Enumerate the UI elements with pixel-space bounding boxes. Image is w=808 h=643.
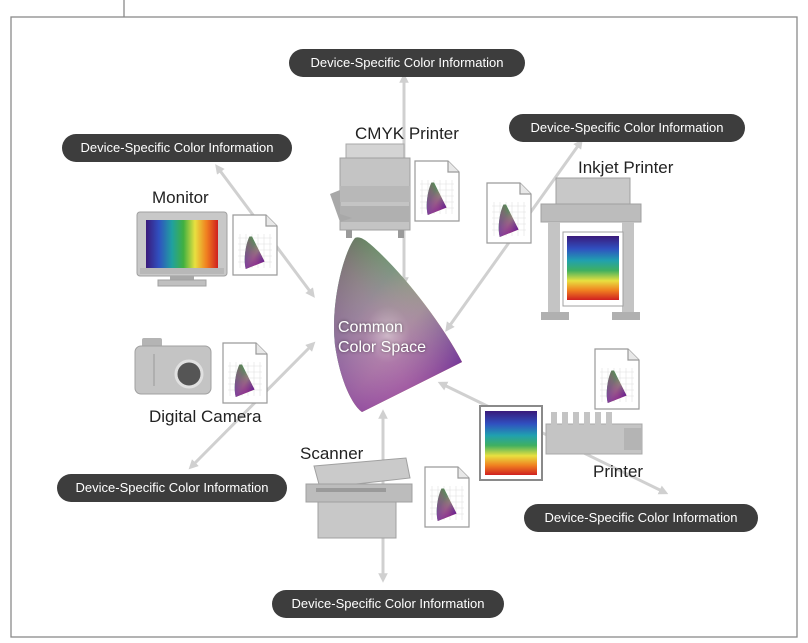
label-digital-camera: Digital Camera	[149, 407, 262, 426]
pill-upper-left: Device-Specific Color Information	[62, 134, 292, 162]
arrow-camera	[188, 341, 316, 470]
profile-icon-monitor	[233, 215, 277, 275]
printer-icon	[479, 405, 643, 481]
profile-icon-inkjet	[487, 183, 531, 243]
center-label-line2: Color Space	[338, 339, 427, 356]
frame-border	[10, 16, 798, 638]
label-inkjet-printer: Inkjet Printer	[578, 158, 674, 177]
center-label-line1: Common	[338, 319, 403, 336]
label-scanner: Scanner	[300, 444, 364, 463]
cmyk-printer-icon	[330, 143, 411, 238]
monitor-icon	[136, 211, 228, 287]
scanner-icon	[305, 457, 413, 539]
profile-icon-printer	[595, 349, 639, 409]
pill-top: Device-Specific Color Information	[289, 49, 525, 77]
profile-icon-cmyk	[415, 161, 459, 221]
label-cmyk-printer: CMYK Printer	[355, 124, 459, 143]
inkjet-printer-icon	[540, 177, 642, 320]
label-printer: Printer	[593, 462, 644, 481]
center-label: Common Color Space	[338, 318, 426, 358]
pill-lower-left: Device-Specific Color Information	[57, 474, 287, 502]
profile-icon-scanner	[425, 467, 469, 527]
pill-bottom: Device-Specific Color Information	[272, 590, 504, 618]
pill-lower-right: Device-Specific Color Information	[524, 504, 758, 532]
profile-icon-camera	[223, 343, 267, 403]
digital-camera-icon	[134, 338, 212, 395]
label-monitor: Monitor	[152, 188, 209, 207]
pill-upper-right: Device-Specific Color Information	[509, 114, 745, 142]
